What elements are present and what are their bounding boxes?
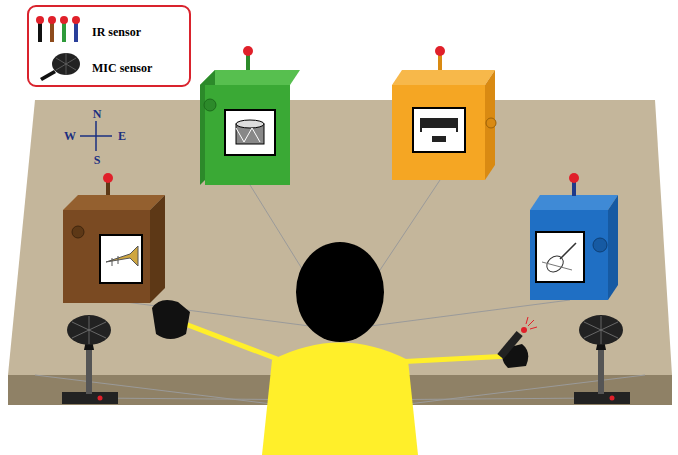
legend-text: IR sensor	[92, 26, 141, 38]
violin-box	[530, 173, 618, 300]
compass-label: S	[94, 154, 101, 166]
legend-mic-icon	[40, 53, 80, 81]
drum-box	[200, 46, 300, 185]
legend-frame	[28, 6, 190, 86]
right-mic	[574, 315, 630, 404]
legend-text: MIC sensor	[92, 62, 152, 74]
left-mic	[62, 315, 118, 404]
keyboard-box	[392, 46, 496, 180]
compass-label: N	[93, 108, 102, 120]
compass-rose	[80, 121, 112, 151]
trumpet-box	[63, 173, 165, 303]
table-top	[8, 100, 672, 375]
compass-label: W	[64, 130, 76, 142]
compass-label: E	[118, 130, 126, 142]
legend-ir-icon	[36, 16, 80, 42]
conductor	[152, 242, 537, 455]
